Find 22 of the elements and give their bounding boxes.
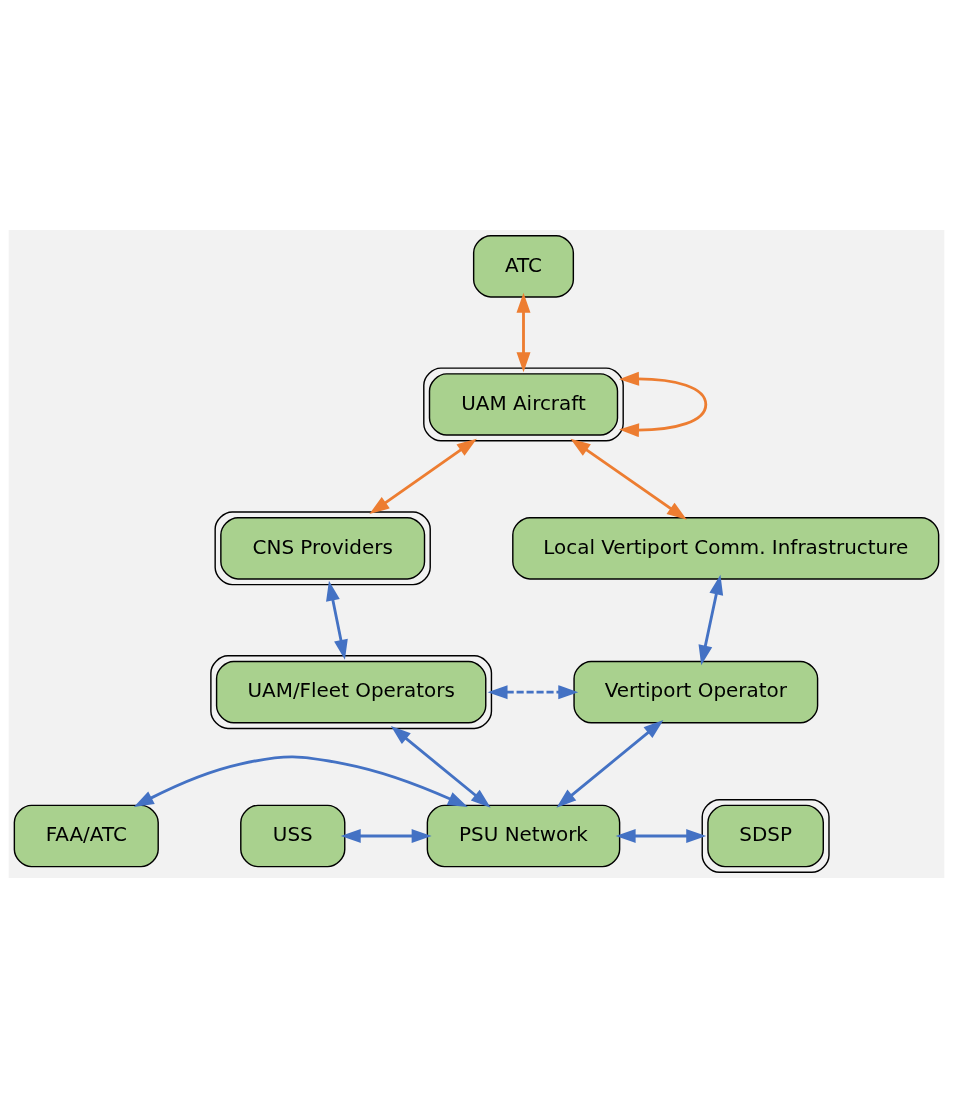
arrow bbox=[326, 580, 348, 660]
node-box: CNS Providers bbox=[214, 510, 431, 585]
node-box: FAA/ATC bbox=[13, 804, 159, 867]
node-box: UAM/Fleet Operators bbox=[210, 654, 493, 729]
node-box: UAM Aircraft bbox=[423, 366, 624, 441]
node-box: PSU Network bbox=[426, 804, 621, 867]
arrow bbox=[615, 828, 707, 843]
arrow bbox=[390, 725, 491, 808]
arrow bbox=[619, 371, 708, 437]
arrow bbox=[698, 574, 724, 665]
node-box: SDSP bbox=[701, 798, 830, 873]
node-box: Vertiport Operator bbox=[573, 660, 819, 723]
arrow bbox=[556, 719, 664, 808]
arrow bbox=[340, 828, 432, 843]
arrow bbox=[133, 755, 468, 807]
node-box: ATC bbox=[472, 234, 575, 298]
arrow bbox=[570, 438, 687, 520]
arrow bbox=[516, 292, 531, 372]
node-box: Local Vertiport Comm. Infrastructure bbox=[512, 516, 940, 580]
arrow bbox=[487, 684, 579, 699]
arrow bbox=[369, 438, 477, 514]
node-box: USS bbox=[240, 804, 346, 867]
